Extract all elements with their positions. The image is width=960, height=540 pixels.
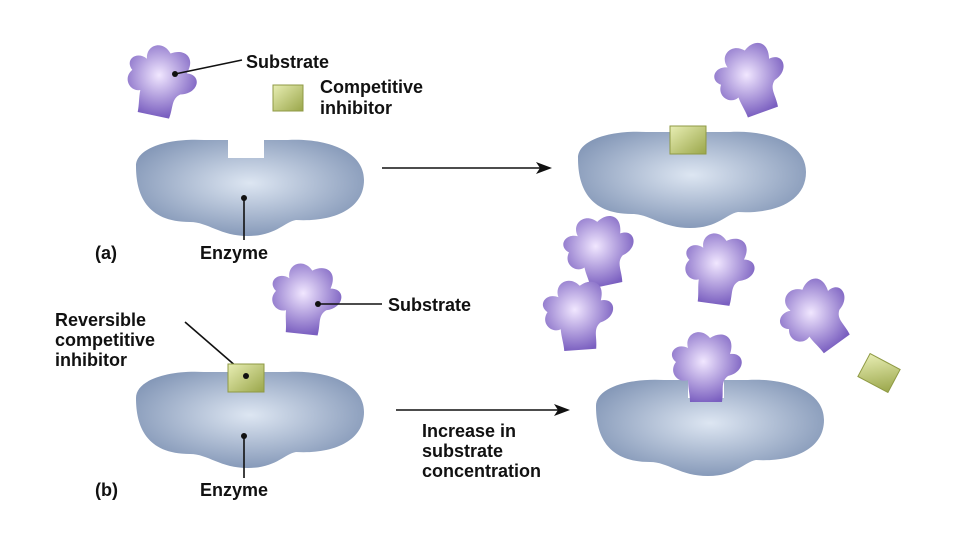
arrow-label: Increase in substrate concentration	[422, 421, 541, 481]
reaction-arrow	[396, 404, 570, 416]
leader-dot	[243, 373, 249, 379]
panel-a-tag: (a)	[95, 243, 117, 263]
substrate-label: Substrate	[388, 295, 471, 315]
substrate-molecule	[267, 260, 345, 338]
enzyme-label: Enzyme	[200, 243, 268, 263]
panel-b-tag: (b)	[95, 480, 118, 500]
panel-b: Substrate Reversible competitive inhibit…	[55, 209, 901, 500]
inhibitor-label: Competitive inhibitor	[320, 77, 428, 118]
reversible-inhibitor-label: Reversible competitive inhibitor	[55, 310, 160, 370]
enzyme	[136, 139, 364, 236]
substrate-label: Substrate	[246, 52, 329, 72]
bound-competitive-inhibitor	[669, 125, 707, 155]
substrate-molecule	[707, 34, 797, 124]
substrate-molecule	[558, 209, 642, 293]
panel-a: Substrate Competitive inhibitor Enzyme (…	[95, 34, 806, 263]
substrate-leader-line	[174, 59, 243, 75]
substrate-molecule	[679, 229, 759, 309]
reaction-arrow	[382, 162, 552, 174]
competitive-inhibitor	[272, 84, 304, 112]
enzyme-label: Enzyme	[200, 480, 268, 500]
displaced-competitive-inhibitor	[857, 352, 901, 394]
substrate-molecule	[119, 39, 203, 123]
substrate-molecule	[541, 277, 616, 353]
substrate-molecule	[768, 266, 866, 364]
